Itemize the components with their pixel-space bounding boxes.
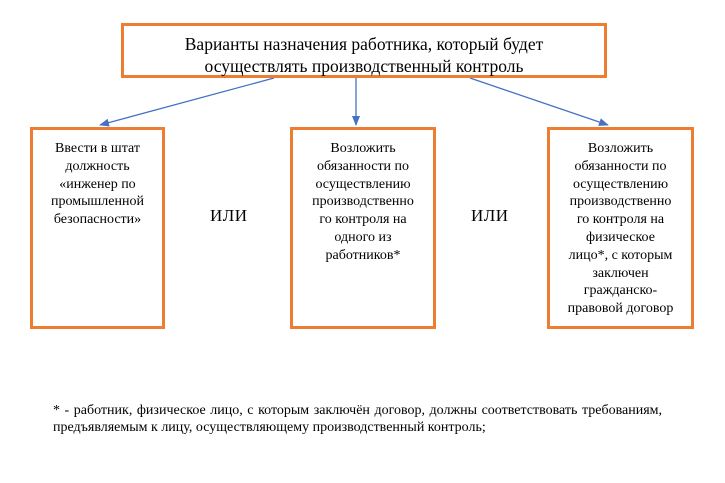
or-separator: ИЛИ bbox=[471, 206, 509, 225]
option-line: Ввести в штат bbox=[55, 141, 140, 156]
option-line: правовой договор bbox=[567, 301, 674, 317]
arrow-to-right-option bbox=[469, 77, 609, 126]
option-line: заключен bbox=[592, 265, 649, 281]
option-line: го контроля на bbox=[319, 212, 407, 228]
option-line: обязанности по bbox=[574, 158, 667, 174]
footnote: * - работник, физическое лицо, с которым… bbox=[53, 403, 662, 435]
option-line: производственно bbox=[569, 194, 672, 210]
option-line: должность bbox=[65, 158, 130, 174]
option-line: гражданско- bbox=[583, 283, 658, 299]
option-line: лицо*, с которым bbox=[568, 247, 673, 263]
option-box-staff-engineer: Ввести в штат должность «инженер по пром… bbox=[30, 127, 165, 329]
option-line: Возложить bbox=[587, 141, 654, 156]
arrow-to-left-option bbox=[99, 77, 275, 127]
option-line: осуществлению bbox=[315, 176, 411, 192]
option-box-assign-employee: Возложить обязанности по осуществлению п… bbox=[290, 127, 436, 329]
option-line: промышленной bbox=[51, 194, 144, 210]
option-line: «инженер по bbox=[59, 176, 136, 192]
option-line: работников* bbox=[325, 247, 401, 263]
option-line: физическое bbox=[586, 229, 655, 245]
option-line: безопасности» bbox=[53, 212, 142, 228]
option-line: производственно bbox=[312, 194, 414, 210]
heading-line: Варианты назначения работника, который б… bbox=[184, 34, 544, 54]
option-box-contract-individual: Возложить обязанности по осуществлению п… bbox=[547, 127, 694, 329]
option-line: Возложить bbox=[330, 141, 396, 156]
heading-line: осуществлять производственный контроль bbox=[204, 56, 524, 76]
option-line: одного из bbox=[334, 229, 392, 245]
option-line: го контроля на bbox=[576, 212, 665, 228]
heading-box: Варианты назначения работника, который б… bbox=[121, 23, 607, 78]
option-line: осуществлению bbox=[572, 176, 669, 192]
option-line: обязанности по bbox=[316, 158, 410, 174]
or-separator: ИЛИ bbox=[210, 206, 248, 225]
